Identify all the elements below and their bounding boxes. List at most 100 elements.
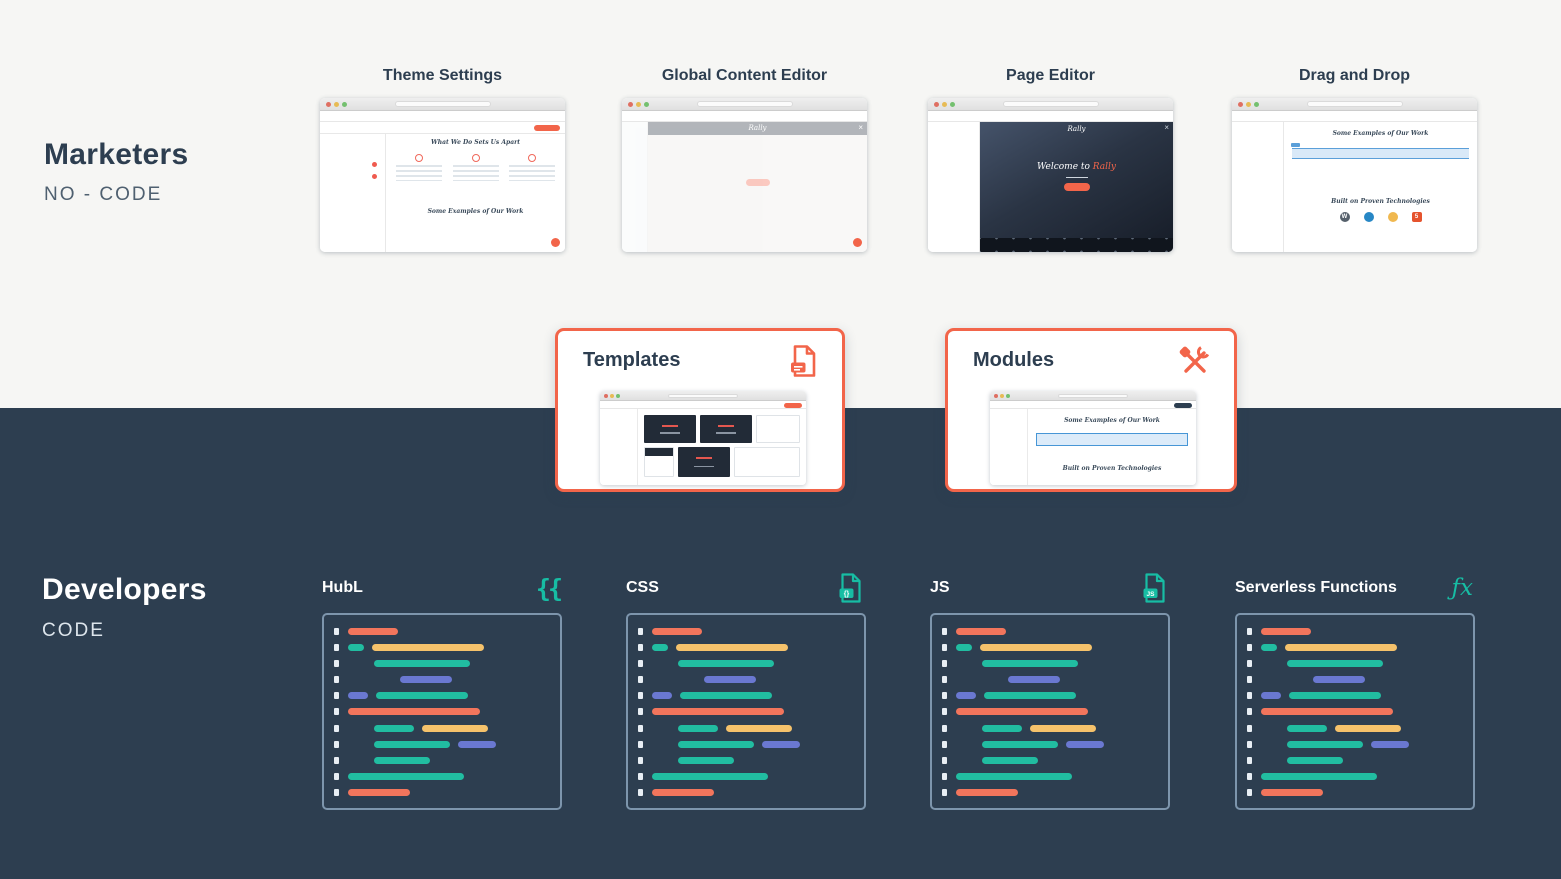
close-icon: × bbox=[858, 123, 863, 132]
code-line bbox=[1261, 708, 1461, 716]
code-token-bar bbox=[1066, 740, 1104, 748]
line-number-dash bbox=[638, 692, 643, 700]
template-preview-card bbox=[678, 447, 730, 477]
code-line bbox=[1261, 644, 1461, 652]
feature-column bbox=[396, 154, 442, 181]
line-number-dash bbox=[638, 740, 643, 748]
code-token-bar bbox=[982, 724, 1022, 732]
modules-card: Modules Some Examples of Our Work bbox=[945, 328, 1237, 492]
window-minimize-dot bbox=[610, 393, 614, 398]
line-number-dash bbox=[942, 628, 947, 635]
selected-module-row bbox=[1036, 433, 1188, 446]
depicted-footer-icons bbox=[980, 238, 1173, 252]
depicted-heading: Some Examples of Our Work bbox=[1064, 417, 1160, 424]
template-preview-card bbox=[756, 415, 800, 443]
code-line bbox=[652, 756, 852, 764]
line-number-dash bbox=[334, 756, 339, 764]
window-minimize-dot bbox=[636, 101, 641, 107]
code-line bbox=[652, 740, 852, 748]
line-number-dash bbox=[638, 724, 643, 732]
code-line bbox=[1261, 676, 1461, 684]
code-token-bar bbox=[376, 692, 468, 700]
code-token-bar bbox=[982, 660, 1078, 668]
feature-icon bbox=[528, 154, 536, 162]
thumbnail-page-editor: Page Editor Rally × Welcome to Rally bbox=[928, 67, 1173, 252]
code-line bbox=[1261, 740, 1461, 748]
js-file-icon: JS bbox=[1142, 571, 1168, 605]
thumbnail-label: Drag and Drop bbox=[1298, 67, 1411, 84]
global-content-editor-screen: Rally × bbox=[622, 122, 867, 252]
depicted-page-body bbox=[648, 135, 867, 252]
selected-drop-row bbox=[1291, 143, 1469, 159]
line-number-dash bbox=[942, 676, 947, 684]
code-token-bar bbox=[458, 740, 496, 748]
code-token-bar bbox=[348, 772, 464, 780]
browser-titlebar bbox=[1232, 98, 1477, 111]
code-line bbox=[652, 692, 852, 700]
code-token-bar bbox=[400, 676, 452, 684]
browser-toolbar bbox=[320, 111, 565, 122]
code-gutter bbox=[942, 628, 947, 796]
technology-logos-row: W 5 bbox=[1284, 212, 1477, 222]
page-editor-screen: Rally × Welcome to Rally bbox=[928, 122, 1173, 252]
code-line bbox=[652, 708, 852, 716]
window-zoom-dot bbox=[1006, 393, 1010, 398]
drag-handle-icon bbox=[1291, 143, 1300, 147]
code-lines bbox=[956, 628, 1156, 796]
code-editor-graphic bbox=[942, 628, 1156, 796]
depicted-heading: Some Examples of Our Work bbox=[427, 208, 524, 215]
line-number-dash bbox=[638, 788, 643, 796]
developers-subtitle: CODE bbox=[42, 620, 105, 641]
depicted-color-toggle bbox=[372, 162, 377, 167]
code-line bbox=[1261, 772, 1461, 780]
crossed-tools-icon bbox=[1178, 345, 1211, 382]
depicted-hero-heading: Welcome to Rally bbox=[980, 162, 1173, 172]
window-close-dot bbox=[628, 101, 633, 107]
line-number-dash bbox=[942, 644, 947, 652]
html5-logo-icon: 5 bbox=[1411, 212, 1422, 222]
line-number-dash bbox=[334, 740, 339, 748]
code-token-bar bbox=[956, 708, 1088, 716]
line-number-dash bbox=[942, 692, 947, 700]
hero-text: Welcome to bbox=[1036, 162, 1093, 172]
code-line bbox=[956, 724, 1156, 732]
line-number-dash bbox=[334, 772, 339, 780]
code-line bbox=[652, 644, 852, 652]
code-line bbox=[348, 660, 548, 668]
templates-card: Templates bbox=[555, 328, 845, 492]
line-number-dash bbox=[942, 788, 947, 796]
code-editor-graphic bbox=[334, 628, 548, 796]
depicted-cta-button bbox=[1063, 183, 1090, 191]
code-card-label: Serverless Functions bbox=[1235, 579, 1397, 596]
code-line bbox=[956, 644, 1156, 652]
code-line bbox=[652, 660, 852, 668]
depicted-action-button bbox=[784, 402, 802, 408]
code-token-bar bbox=[348, 788, 410, 796]
depicted-chat-widget bbox=[853, 238, 862, 247]
code-card-hubl: HubL {{ bbox=[322, 574, 563, 810]
code-token-bar bbox=[374, 724, 414, 732]
preview-title-bar bbox=[718, 424, 734, 427]
code-line bbox=[956, 676, 1156, 684]
modules-card-title: Modules bbox=[973, 349, 1055, 371]
depicted-heading: Built on Proven Technologies bbox=[1062, 465, 1162, 472]
code-card-css: CSS {} bbox=[626, 573, 866, 810]
line-number-dash bbox=[1247, 740, 1252, 748]
code-card-label: CSS bbox=[626, 579, 659, 596]
fx-glyph: ƒx bbox=[1451, 575, 1473, 601]
preview-title-bar bbox=[696, 457, 712, 460]
code-token-bar bbox=[1030, 724, 1096, 732]
hubl-glyph: {{ bbox=[535, 573, 563, 603]
line-number-dash bbox=[1247, 628, 1252, 635]
code-token-bar bbox=[956, 628, 1006, 635]
code-gutter bbox=[1247, 628, 1252, 796]
module-editor-screen: Some Examples of Our Work Built on Prove… bbox=[990, 409, 1196, 485]
code-token-bar bbox=[1287, 724, 1327, 732]
code-line bbox=[1261, 756, 1461, 764]
line-number-dash bbox=[334, 660, 339, 668]
code-card-js: JS JS bbox=[930, 573, 1170, 810]
depicted-save-button bbox=[534, 125, 560, 131]
line-number-dash bbox=[942, 708, 947, 716]
code-line bbox=[348, 708, 548, 716]
code-token-bar bbox=[652, 788, 714, 796]
